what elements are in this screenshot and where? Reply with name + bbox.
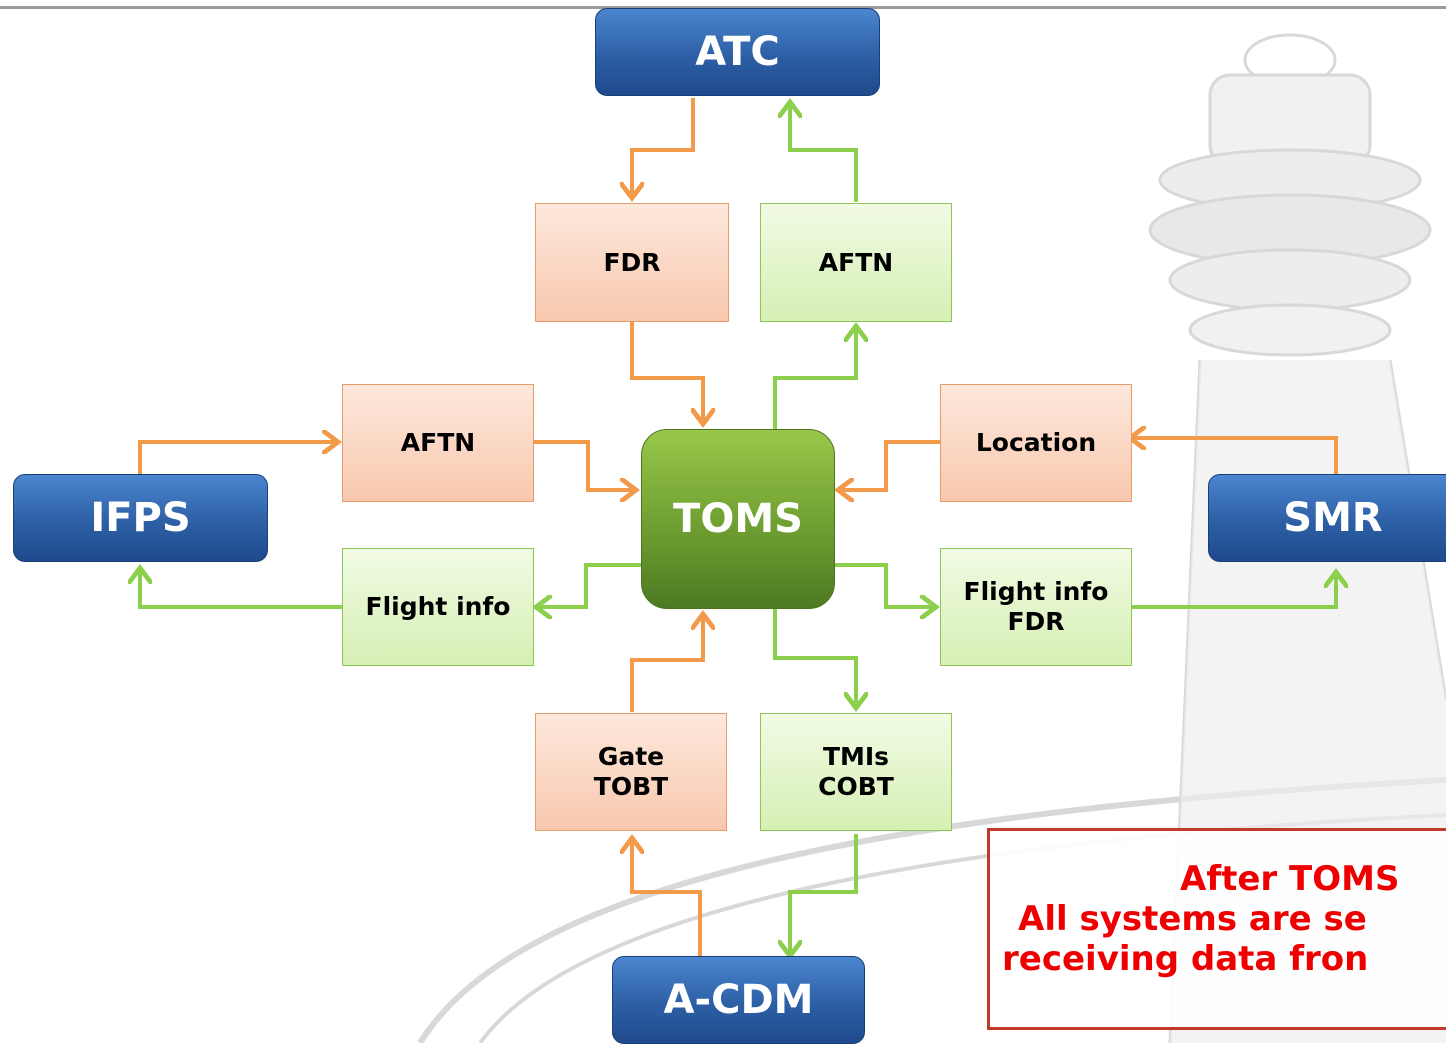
box-gate-tobt: Gate TOBT — [535, 713, 727, 831]
system-ifps-label: IFPS — [90, 495, 191, 541]
arrow-flightinfo-to-ifps — [140, 568, 342, 609]
box-flight-info-fdr: Flight info FDR — [940, 548, 1132, 666]
box-tmis-cobt-line1: TMIs — [822, 742, 890, 771]
system-acdm: A-CDM — [612, 956, 865, 1044]
box-fdr: FDR — [535, 203, 729, 322]
box-flight-info-left-label: Flight info — [365, 592, 511, 621]
center-toms: TOMS — [641, 429, 835, 609]
box-flight-info-left: Flight info — [342, 548, 534, 666]
arrow-gate-to-toms — [630, 614, 703, 712]
box-gate-tobt-line2: TOBT — [593, 772, 669, 801]
arrow-toms-to-flightinfo-right — [834, 563, 936, 607]
callout-line2: All systems are se — [1018, 899, 1367, 939]
box-tmis-cobt-line2: COBT — [818, 772, 894, 801]
arrow-smr-to-location — [1130, 438, 1338, 474]
system-smr-label: SMR — [1283, 495, 1383, 541]
callout-line3: receiving data fron — [1002, 939, 1369, 979]
system-acdm-label: A-CDM — [663, 977, 814, 1023]
arrow-toms-to-tmis — [773, 609, 856, 708]
box-gate-tobt-line1: Gate — [597, 742, 665, 771]
arrow-toms-to-flightinfo-left — [536, 563, 642, 607]
box-flight-info-fdr-line1: Flight info — [963, 577, 1109, 606]
arrow-ifps-to-aftn — [138, 442, 338, 474]
system-smr: SMR — [1208, 474, 1446, 562]
center-toms-label: TOMS — [673, 496, 803, 542]
arrow-acdm-to-gate — [632, 838, 702, 956]
after-toms-callout: After TOMS All systems are se receiving … — [987, 828, 1446, 1030]
callout-line1: After TOMS — [1180, 859, 1400, 899]
box-aftn-top: AFTN — [760, 203, 952, 322]
arrow-fdr-to-toms — [630, 322, 703, 424]
arrow-location-to-toms — [838, 440, 940, 490]
system-atc: ATC — [595, 8, 880, 96]
arrow-aftn-to-toms — [534, 440, 636, 490]
top-divider — [0, 6, 1446, 9]
arrow-toms-to-aftn — [773, 326, 856, 430]
box-flight-info-fdr-line2: FDR — [1007, 607, 1065, 636]
box-fdr-label: FDR — [603, 247, 661, 277]
system-ifps: IFPS — [13, 474, 268, 562]
box-aftn-left: AFTN — [342, 384, 534, 502]
arrow-aftn-to-atc — [790, 102, 858, 202]
system-atc-label: ATC — [695, 29, 780, 75]
box-aftn-top-label: AFTN — [818, 247, 894, 277]
box-tmis-cobt: TMIs COBT — [760, 713, 952, 831]
box-location-label: Location — [975, 428, 1097, 457]
box-aftn-left-label: AFTN — [400, 428, 476, 457]
box-location: Location — [940, 384, 1132, 502]
arrow-atc-to-fdr — [632, 98, 695, 198]
arrow-flightinfo-to-smr — [1132, 572, 1336, 609]
arrow-tmis-to-acdm — [790, 834, 858, 956]
